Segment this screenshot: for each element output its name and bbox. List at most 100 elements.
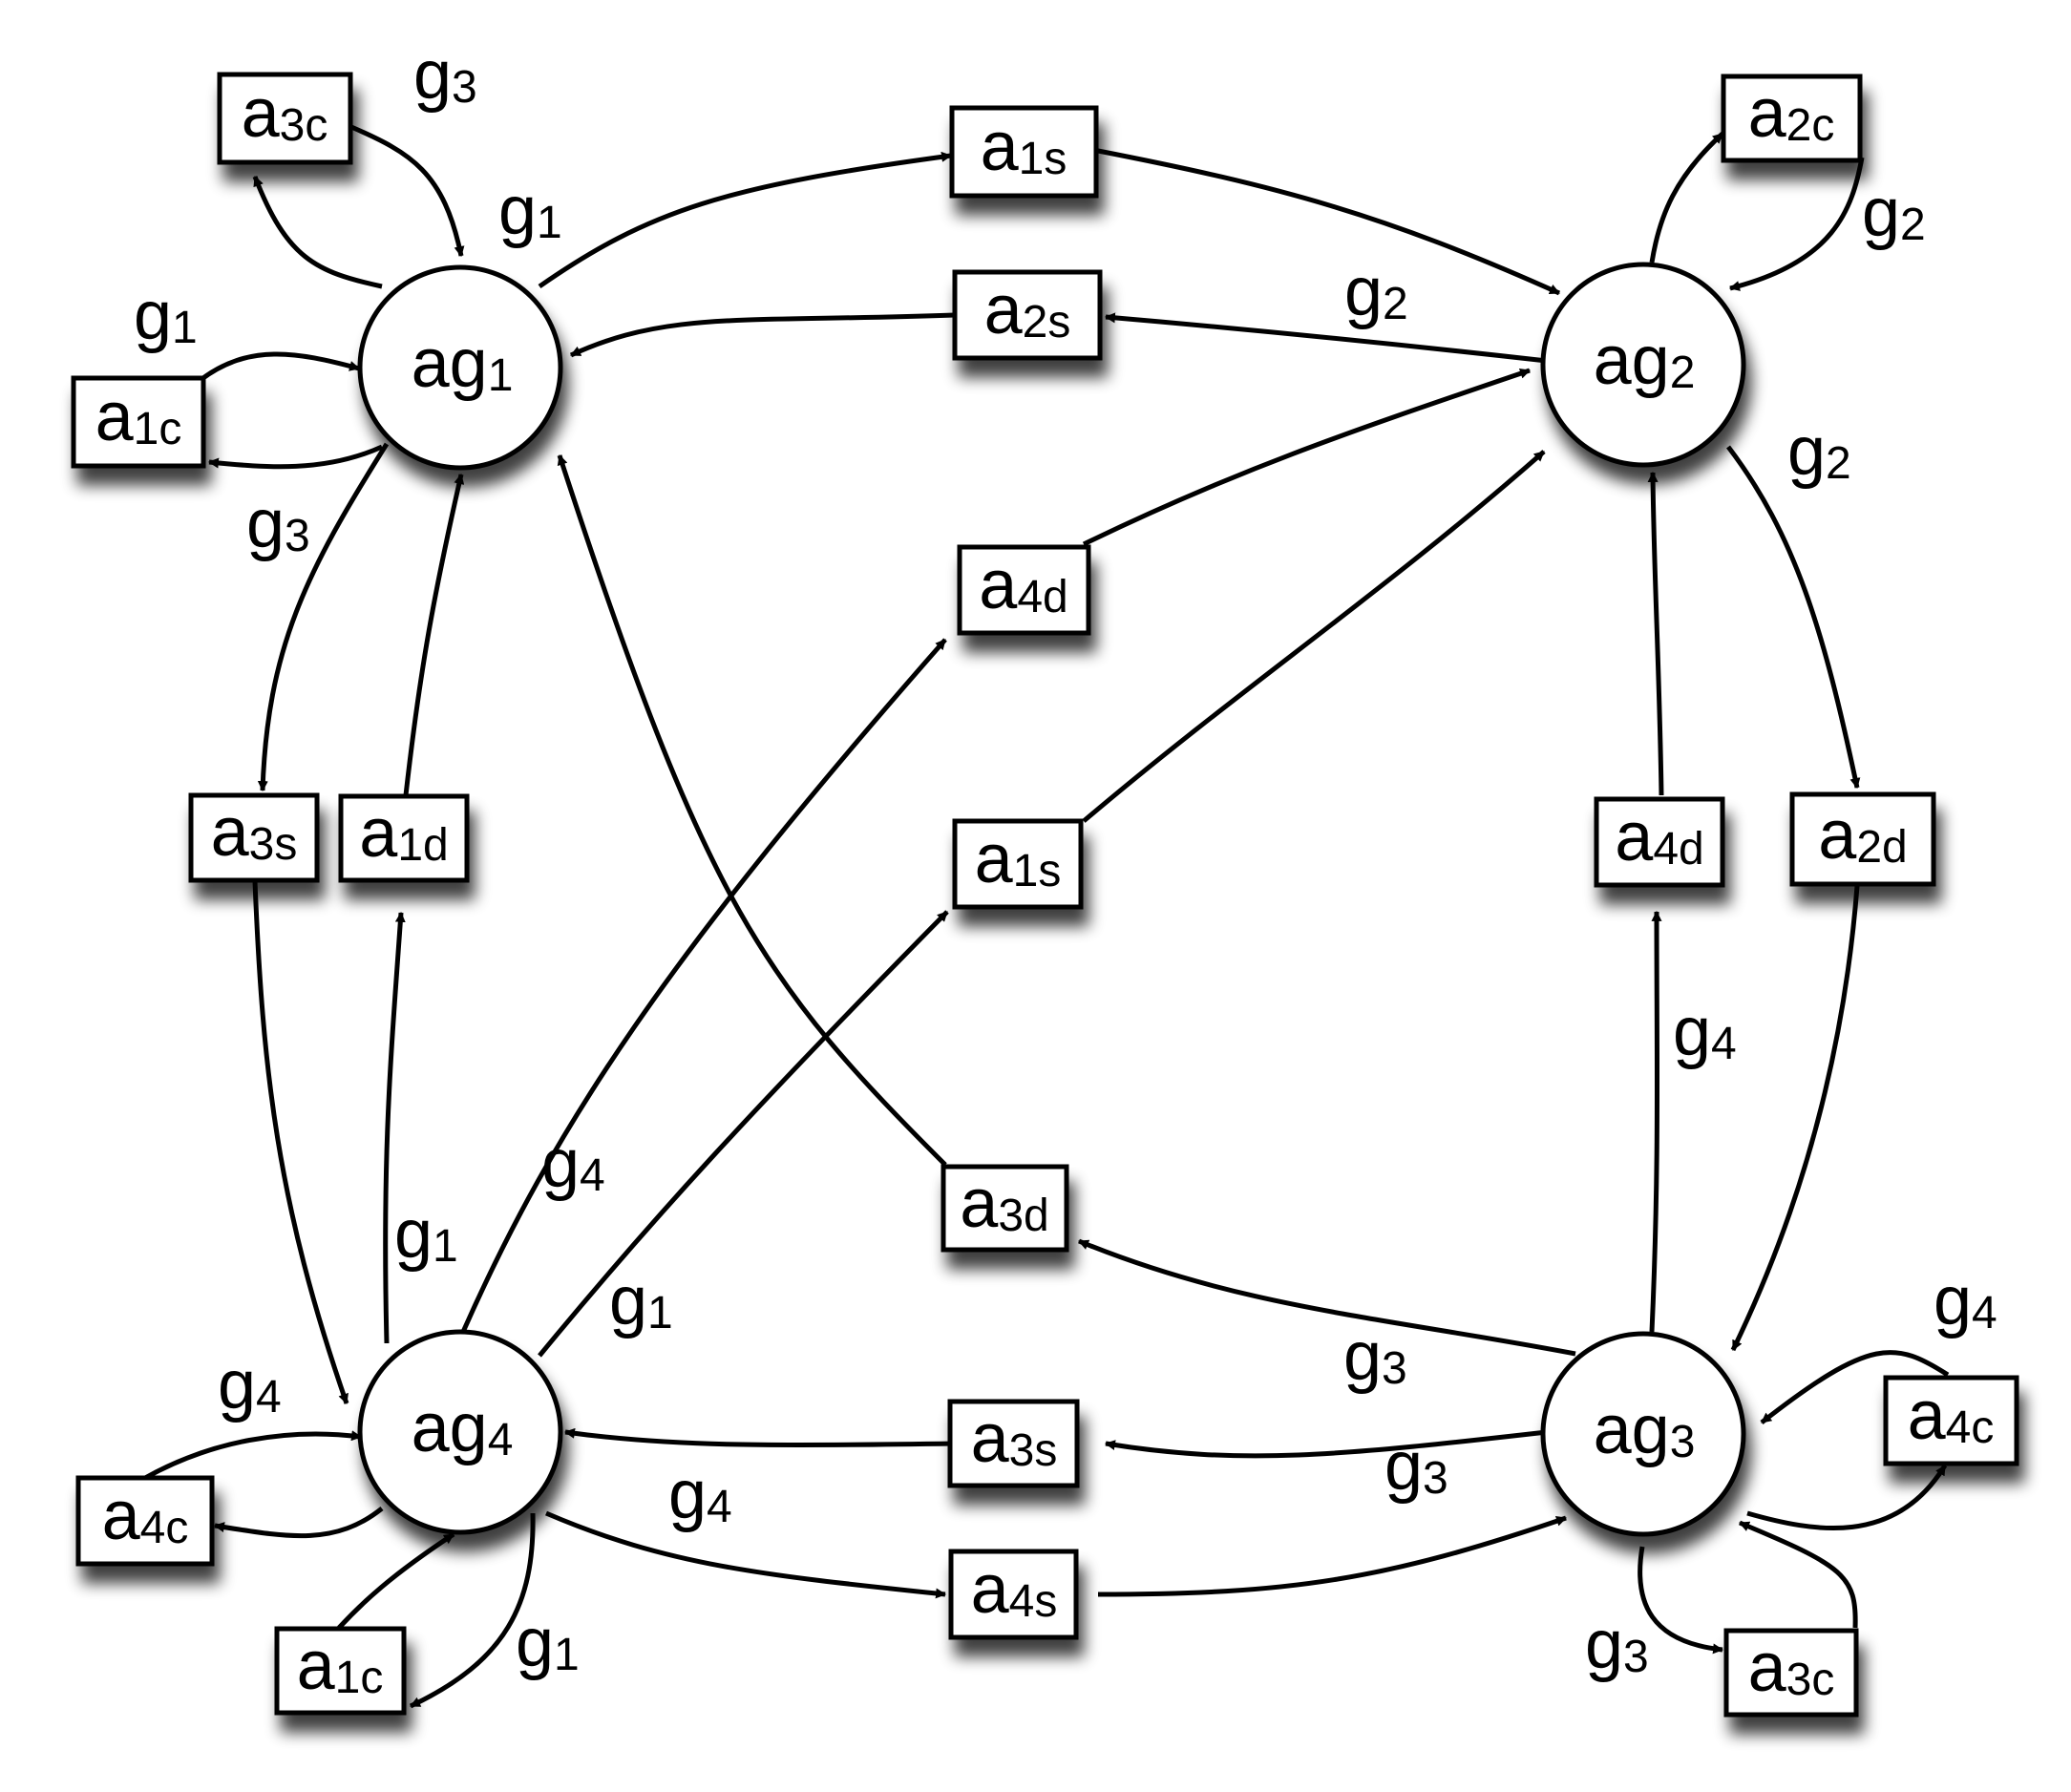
action-node-a1s-top: a1s	[949, 105, 1099, 199]
edge-ag4-to-a4c-left	[213, 1507, 384, 1539]
edge-ag4-to-a4s	[545, 1510, 947, 1599]
action-node-a4d-mid: a4d	[957, 544, 1091, 636]
action-node-a3c-top: a3c	[217, 72, 353, 165]
action-node-a4c-left: a4c	[75, 1475, 215, 1567]
svg-text:a4c: a4c	[1908, 1378, 1995, 1454]
action-node-a3d: a3d	[940, 1164, 1069, 1253]
action-node-a1s-mid: a1s	[952, 818, 1084, 910]
edge-label-g1: g1	[498, 173, 562, 249]
edge-a4c-left-to-ag4	[143, 1430, 363, 1481]
svg-text:a1c: a1c	[297, 1628, 384, 1704]
edge-ag3-to-a4d-right	[1649, 910, 1662, 1333]
action-node-a3s-left: a3s	[188, 792, 320, 883]
svg-text:ag3: ag3	[1594, 1392, 1696, 1468]
svg-text:a3s: a3s	[971, 1401, 1058, 1477]
svg-text:a4d: a4d	[1615, 799, 1703, 875]
edge-label-g1: g1	[609, 1263, 673, 1339]
edge-a1s-top-to-ag2	[1097, 148, 1561, 296]
edge-ag4-to-a1s-mid	[538, 910, 949, 1358]
action-node-a1c-bottom: a1c	[274, 1626, 407, 1716]
edge-ag3-to-a4c-right	[1746, 1464, 1948, 1531]
edge-label-g2: g2	[1787, 413, 1851, 490]
agent-node-ag2: ag2	[1540, 262, 1746, 468]
edge-a1c-bottom-to-ag4	[337, 1531, 455, 1630]
edge-a3c-to-ag1	[350, 124, 465, 258]
edge-a4c-right-to-ag3	[1760, 1350, 1950, 1424]
edge-label-g3: g3	[1343, 1318, 1407, 1395]
edge-ag4-to-a4d-mid	[460, 638, 947, 1334]
action-node-a4s: a4s	[948, 1549, 1079, 1640]
svg-text:a4c: a4c	[102, 1478, 189, 1554]
edge-label-g4: g4	[541, 1126, 605, 1202]
edge-label-g4: g4	[1673, 994, 1737, 1070]
edge-a3c-bottom-to-ag3	[1738, 1520, 1858, 1629]
edge-label-g1: g1	[134, 278, 198, 354]
edge-ag2-to-a2d	[1726, 445, 1861, 790]
edge-ag1-to-a3s-left	[257, 442, 390, 792]
edge-label-g1: g1	[394, 1196, 458, 1273]
svg-text:ag2: ag2	[1594, 323, 1696, 399]
edge-label-g3: g3	[246, 486, 310, 562]
edge-a4d-right-to-ag2	[1647, 471, 1664, 796]
edge-a3s-left-to-ag4	[252, 880, 349, 1405]
action-node-a4c-right: a4c	[1883, 1375, 2019, 1466]
action-node-a3c-bottom: a3c	[1723, 1628, 1859, 1718]
edge-label-g3: g3	[1384, 1428, 1448, 1505]
svg-text:a2d: a2d	[1818, 797, 1907, 874]
edge-label-g1: g1	[516, 1605, 580, 1681]
action-node-a2c: a2c	[1721, 74, 1863, 163]
edge-label-g2: g2	[1862, 175, 1926, 251]
edge-ag2-to-a2s	[1104, 312, 1548, 364]
edge-ag1-to-a3c	[252, 175, 383, 289]
edge-a4s-to-ag3	[1097, 1515, 1568, 1597]
edge-label-g3: g3	[1585, 1607, 1649, 1683]
svg-text:a3c: a3c	[1748, 1630, 1835, 1706]
edge-a2s-to-ag1	[569, 312, 956, 358]
edge-label-g4: g4	[218, 1347, 282, 1423]
edge-ag1-to-a1c	[207, 444, 384, 470]
action-node-a3s-bottom: a3s	[947, 1399, 1080, 1488]
svg-text:ag4: ag4	[412, 1390, 514, 1466]
edge-ag3-to-a3d	[1077, 1238, 1576, 1357]
edge-a4d-mid-to-ag2	[1082, 368, 1532, 547]
svg-text:a4s: a4s	[971, 1551, 1058, 1628]
edge-ag3-to-a3s-bottom	[1104, 1429, 1548, 1459]
action-node-a2s: a2s	[952, 269, 1103, 361]
svg-text:ag1: ag1	[412, 326, 514, 402]
edge-label-g4: g4	[1934, 1263, 1997, 1339]
edge-a2d-to-ag3	[1730, 885, 1860, 1352]
agent-node-ag3: ag3	[1540, 1331, 1746, 1537]
edge-ag1-to-a1s-top	[538, 151, 953, 289]
action-node-a4d-right: a4d	[1594, 796, 1725, 888]
svg-text:a1c: a1c	[95, 379, 182, 455]
agent-node-ag1: ag1	[357, 264, 563, 471]
edge-ag2-to-a2c	[1649, 132, 1724, 264]
edge-a3d-to-ag1	[557, 453, 947, 1167]
edge-a1c-to-ag1	[199, 351, 361, 382]
action-node-a1d: a1d	[338, 793, 470, 883]
edge-ag3-to-a3c-bottom	[1638, 1546, 1724, 1655]
edge-a1d-to-ag1	[403, 473, 465, 796]
actions: a3c a1c a1s a2s a2c a4d a1s a3s	[71, 72, 2019, 1718]
edge-label-g4: g4	[668, 1457, 732, 1533]
agent-node-ag4: ag4	[357, 1329, 563, 1535]
edge-a2c-to-ag2	[1728, 157, 1865, 291]
svg-text:a1d: a1d	[359, 795, 448, 872]
svg-text:a1s: a1s	[975, 821, 1062, 897]
edge-label-g3: g3	[413, 37, 477, 114]
action-node-a2d: a2d	[1789, 791, 1936, 887]
action-node-a1c-left: a1c	[71, 375, 206, 469]
svg-text:a2c: a2c	[1748, 75, 1835, 152]
svg-text:a4d: a4d	[979, 547, 1067, 623]
edge-label-g2: g2	[1344, 254, 1408, 330]
svg-text:a3s: a3s	[211, 794, 298, 871]
agents: ag1 ag2 ag3 ag4	[357, 262, 1746, 1537]
svg-text:a3d: a3d	[960, 1166, 1048, 1242]
svg-text:a1s: a1s	[981, 109, 1067, 185]
svg-text:a2s: a2s	[984, 272, 1071, 348]
svg-text:a3c: a3c	[242, 75, 328, 152]
edge-a1s-mid-to-ag2	[1082, 450, 1546, 823]
edge-ag4-to-a1d	[383, 911, 406, 1344]
edge-a3s-bottom-to-ag4	[563, 1427, 956, 1448]
